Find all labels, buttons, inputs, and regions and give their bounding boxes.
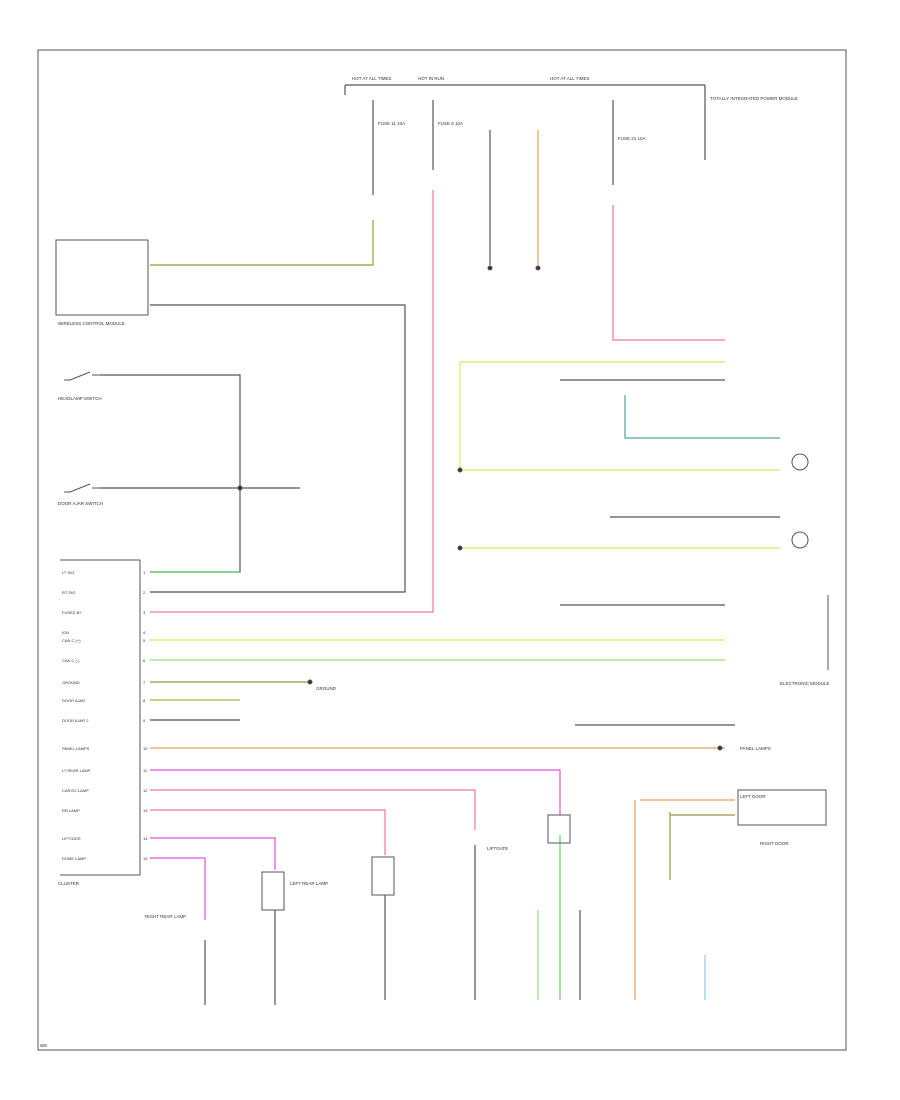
wcm-black-wire [150, 304, 406, 593]
cluster-pin-name: LT REAR LAMP [62, 768, 91, 773]
teal-wire [624, 395, 780, 439]
cluster-pin-number: 11 [143, 768, 148, 773]
cluster-pin-number: 8 [143, 698, 146, 703]
wcm-box [55, 239, 149, 316]
cluster-pin-name: FUSED B+ [62, 610, 82, 615]
cluster-pin-number: 10 [143, 746, 148, 751]
label-right-door: RIGHT DOOR [760, 841, 789, 846]
label-fuse-1: FUSE 11 10A [378, 121, 405, 126]
label-headlamp-switch: HEADLAMP SWITCH [58, 396, 102, 401]
cluster-pin-name: DOOR AJAR [62, 698, 85, 703]
headlamp-wire [100, 374, 241, 573]
yellow-upper-wire [459, 361, 780, 471]
label-panel-lamps: PANEL LAMPS [740, 746, 771, 751]
cluster-pin-number: 1 [143, 570, 146, 575]
label-left-rear-lamp: LEFT REAR LAMP [290, 881, 328, 886]
diagram-code: W8 [40, 1043, 47, 1048]
label-left-door: LEFT DOOR [740, 794, 766, 799]
rr-lamp-wire [150, 809, 386, 855]
cluster-pin-name: CAN C (+) [62, 638, 81, 643]
right-module-box [737, 789, 827, 826]
left-rear-lamp-box [261, 871, 285, 911]
fused-b-plus-wire [150, 190, 434, 613]
splice-2 [457, 467, 463, 473]
cluster-pin-number: 15 [143, 856, 148, 861]
wires [100, 84, 780, 1005]
cluster-pin-name: DOME LAMP [62, 856, 86, 861]
components [55, 95, 829, 911]
label-ground: GROUND [316, 686, 337, 691]
fuse3-pink-wire [612, 205, 725, 341]
cluster-pin-number: 9 [143, 718, 146, 723]
label-door-switch: DOOR AJAR SWITCH [58, 501, 103, 506]
cluster-pin-number: 3 [143, 610, 146, 615]
splice-1 [237, 485, 243, 491]
cluster-pin-number: 2 [143, 590, 146, 595]
cluster-pin-name: GROUND [62, 680, 80, 685]
lamp-bulb-2 [791, 531, 809, 549]
door-switch-symbol [64, 483, 100, 493]
label-hot-at-all-times-1: HOT AT ALL TIMES [352, 76, 392, 81]
cluster-box [60, 559, 141, 876]
cluster-pin-name: PANEL LAMPS [62, 746, 90, 751]
headlamp-switch-symbol [64, 371, 100, 381]
cluster-pin-number: 4 [143, 630, 146, 635]
cluster-pin-number: 12 [143, 788, 148, 793]
cargo-lamp-wire [150, 789, 476, 830]
cluster-pin-name: DOOR AJAR 2 [62, 718, 89, 723]
cluster-pin-number: 6 [143, 658, 146, 663]
label-tipm: TOTALLY INTEGRATED POWER MODULE [710, 96, 798, 101]
cluster-pin-number: 13 [143, 808, 148, 813]
splice-3 [457, 545, 463, 551]
label-fuse-3: FUSE 21 10A [618, 136, 646, 141]
label-hot-at-all-times-2: HOT AT ALL TIMES [550, 76, 590, 81]
cluster-pin-name: CAN C (-) [62, 658, 80, 663]
cargo-lamp-box [371, 856, 395, 896]
lamp-bulb-1 [791, 453, 809, 471]
splice-4 [717, 745, 723, 751]
label-cluster: CLUSTER [58, 881, 80, 886]
label-liftgate: LIFTGATE [487, 846, 508, 851]
label-right-rear-lamp: RIGHT REAR LAMP [145, 914, 186, 919]
cluster-pin-name: LIFTGATE [62, 836, 81, 841]
connector-2 [535, 265, 541, 271]
label-wcm: WIRELESS CONTROL MODULE [58, 321, 125, 326]
cluster-pin-number: 5 [143, 638, 146, 643]
lt-rear-lamp-wire [150, 769, 561, 815]
cluster-pin-name: CARGO LAMP [62, 788, 89, 793]
ground-point-1 [307, 679, 313, 685]
liftgate-wire [150, 837, 276, 870]
liftgate-lamp-box [547, 814, 571, 844]
cluster-pin-name: RR LAMP [62, 808, 80, 813]
label-electronic-module: ELECTRONIC MODULE [780, 681, 830, 686]
cluster-pin-number: 14 [143, 836, 148, 841]
cluster-pin-name: RT SIG [62, 590, 75, 595]
cluster-pin-name: IGN [62, 630, 69, 635]
dome-lamp-wire [150, 857, 206, 920]
label-hot-in-run: HOT IN RUN [418, 76, 444, 81]
wcm-yellow-wire [150, 220, 374, 266]
cluster-pin-number: 7 [143, 680, 146, 685]
connector-1 [487, 265, 493, 271]
diagram-frame [37, 49, 847, 1051]
labels: HOT AT ALL TIMES HOT IN RUN HOT AT ALL T… [40, 76, 830, 1048]
label-fuse-2: FUSE 6 10A [438, 121, 463, 126]
cluster-pin-name: LT SIG [62, 570, 74, 575]
